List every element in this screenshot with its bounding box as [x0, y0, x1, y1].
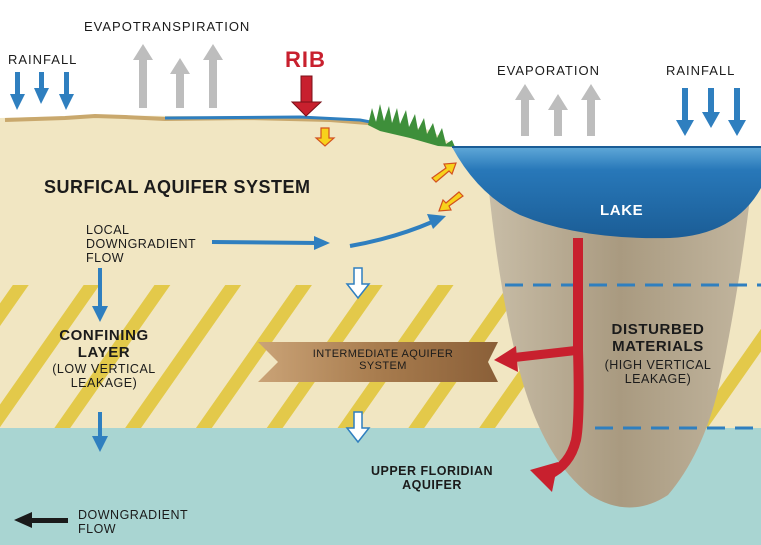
ground-surface	[4, 113, 381, 126]
downgradient-arrow-icon	[14, 512, 68, 528]
rib-arrow-shaft	[300, 75, 313, 105]
red-lateral-flow	[509, 345, 581, 363]
lake-label: LAKE	[600, 202, 644, 219]
rainfall-arrow-icon-right	[676, 88, 746, 136]
lake-water	[452, 147, 761, 239]
leakage-hollow-arrow-icon	[345, 267, 371, 444]
rib-arrow-icon	[290, 101, 323, 117]
rib-label: RIB	[285, 47, 326, 72]
surficial-aquifer-label: SURFICAL AQUIFER SYSTEM	[44, 177, 311, 197]
downgradient-flow-label: DOWNGRADIENT FLOW	[78, 508, 189, 536]
intermediate-aquifer-banner	[258, 342, 498, 382]
rainfall-right-label: RAINFALL	[666, 63, 736, 78]
confining-sub-label: (LOW VERTICAL LEAKAGE)	[52, 362, 156, 390]
confining-layer-label: CONFINING LAYER	[59, 327, 149, 361]
red-flow-arrowhead-icon	[530, 462, 558, 492]
evaporation-label: EVAPORATION	[497, 63, 600, 78]
disturbed-materials-label: DISTURBED MATERIALS	[611, 321, 705, 355]
exchange-arrow-icon	[431, 162, 464, 212]
local-flow-label: LOCAL DOWNGRADIENT FLOW	[86, 223, 197, 265]
disturbed-sub-label: (HIGH VERTICAL LEAKAGE)	[604, 358, 712, 386]
disturbed-materials-column	[488, 182, 752, 508]
upper-floridian-label: UPPER FLORIDIAN AQUIFER	[370, 464, 494, 492]
intermediate-aquifer-label: INTERMEDIATE AQUIFER SYSTEM	[312, 348, 454, 373]
red-leakage-flow	[545, 238, 584, 480]
grass-icon	[368, 104, 455, 147]
flow-arrow-icon	[92, 214, 446, 452]
rainfall-left-label: RAINFALL	[8, 52, 78, 67]
evaporation-arrow-icon	[515, 84, 601, 136]
rainfall-arrow-icon	[10, 72, 74, 110]
evapotranspiration-label: EVAPOTRANSPIRATION	[84, 19, 251, 34]
infiltration-arrow-icon	[314, 127, 336, 147]
red-lateral-arrowhead-icon	[494, 346, 518, 372]
evapotranspiration-arrow-icon	[133, 44, 223, 108]
